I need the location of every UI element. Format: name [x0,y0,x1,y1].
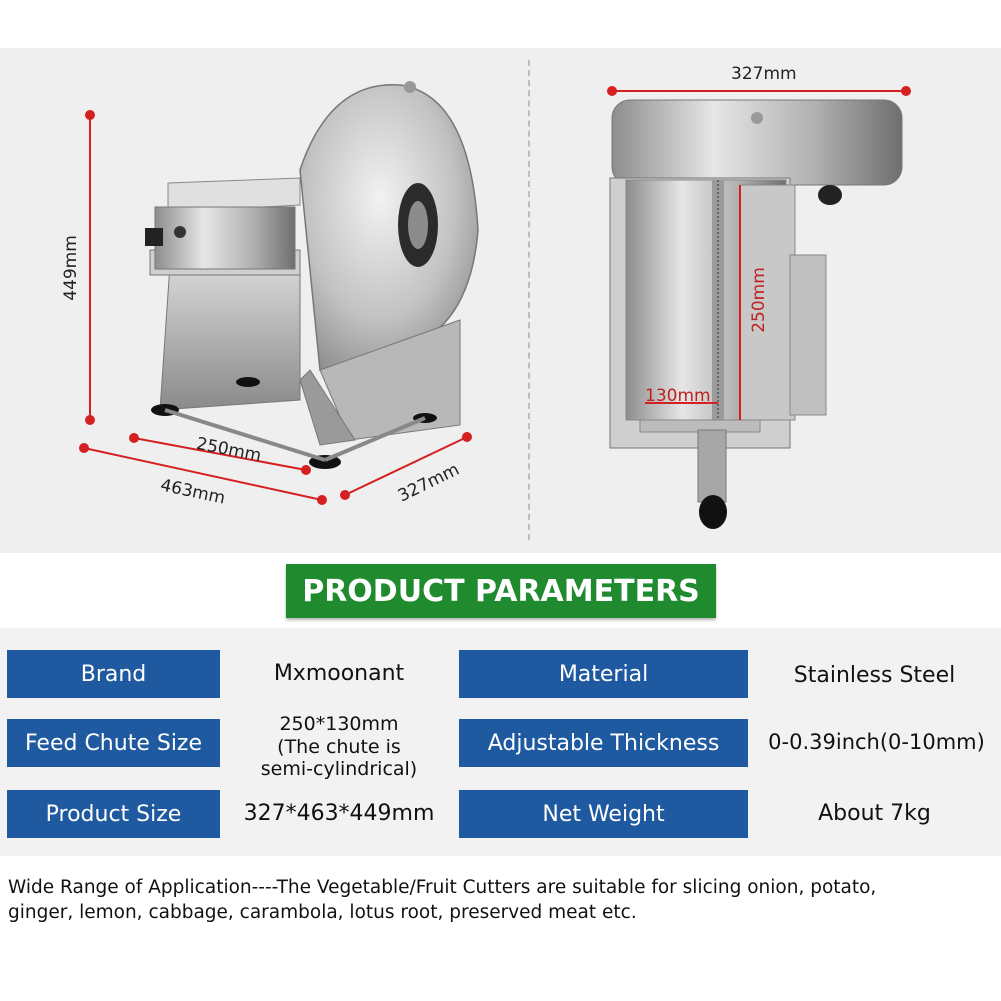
dim-right-width: 327mm [731,64,797,84]
brand-label: Brand [7,650,220,698]
application-description: Wide Range of Application----The Vegetab… [8,876,998,926]
net-weight-value: About 7kg [818,800,931,826]
feed-chute-value-line1: 250*130mm [279,712,399,735]
material-label: Material [459,650,748,698]
dim-right-chute-height: 250mm [748,267,769,333]
product-illustration [79,81,911,529]
feed-chute-label: Feed Chute Size [7,719,220,767]
left-dimension-lines [79,110,472,505]
net-weight-label: Net Weight [459,790,748,838]
photo-divider [528,60,530,540]
product-size-value: 327*463*449mm [243,800,435,826]
dim-right-chute-width: 130mm [645,386,711,406]
thickness-value: 0-0.39inch(0-10mm) [768,730,985,755]
feed-chute-value-line2: (The chute is [277,735,401,758]
brand-value: Mxmoonant [273,660,405,686]
slicer-top-view [609,99,903,529]
thickness-label: Adjustable Thickness [459,719,748,767]
feed-chute-value-line3: semi-cylindrical) [260,758,418,781]
product-size-label: Product Size [7,790,220,838]
dim-left-height: 449mm [60,235,81,301]
product-parameters-banner: PRODUCT PARAMETERS [286,564,716,618]
slicer-side-view [145,81,479,469]
application-line-2: ginger, lemon, cabbage, carambola, lotus… [8,901,637,923]
right-dimension-lines [607,86,911,420]
material-value: Stainless Steel [793,662,956,688]
feed-chute-value: 250*130mm (The chute is semi-cylindrical… [226,708,452,786]
application-line-1: Wide Range of Application----The Vegetab… [8,877,877,898]
